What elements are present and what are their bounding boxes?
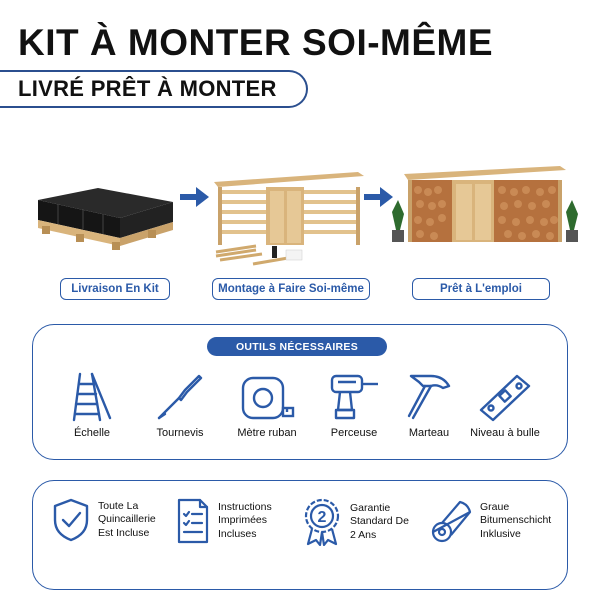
step-label-delivery: Livraison En Kit — [60, 278, 170, 300]
arrow-right-icon — [364, 187, 393, 207]
tool-label-drill: Perceuse — [330, 427, 378, 439]
feature-warranty-line2: Standard De — [350, 515, 409, 528]
step-label-assembly: Montage à Faire Soi-même — [212, 278, 370, 300]
feature-warranty: 2 Garantie Standard De 2 Ans — [302, 498, 409, 546]
features-panel — [32, 480, 568, 590]
tools-panel — [32, 324, 568, 460]
tool-label-ladder: Échelle — [73, 427, 111, 439]
feature-instructions-line2: Imprimées — [218, 514, 268, 527]
feature-warranty-line1: Garantie — [350, 501, 391, 514]
ladder-icon — [72, 372, 112, 422]
kit-pallet-image — [38, 188, 173, 250]
tool-hammer: Marteau — [384, 372, 474, 439]
arrow-right-icon — [180, 187, 209, 207]
tool-ladder: Échelle — [47, 372, 137, 439]
feature-bitumen: Graue Bitumenschicht Inklusive — [430, 498, 551, 544]
feature-hardware: Toute La Quincaillerie Est Incluse — [52, 498, 156, 542]
tool-label-hammer: Marteau — [408, 427, 450, 439]
tool-label-spirit-level: Niveau à bulle — [470, 427, 540, 439]
feature-bitumen-line3: Inklusive — [480, 527, 521, 540]
screwdriver-icon — [157, 374, 203, 420]
finished-shed-image — [392, 166, 578, 242]
drill-icon — [330, 374, 378, 420]
feature-instructions-line1: Instructions — [218, 500, 272, 513]
page-subtitle: LIVRÉ PRÊT À MONTER — [18, 76, 277, 101]
feature-hardware-line2: Quincaillerie — [98, 513, 156, 526]
step-label-ready: Prêt à L'emploi — [412, 278, 550, 300]
tool-screwdriver: Tournevis — [135, 372, 225, 439]
subtitle-banner: LIVRÉ PRÊT À MONTER — [0, 70, 308, 108]
tool-spirit-level: Niveau à bulle — [460, 372, 550, 439]
assembly-shed-image — [214, 172, 364, 266]
shield-check-icon — [53, 498, 89, 542]
tool-tape-measure: Mètre ruban — [222, 372, 312, 439]
warranty-badge-icon: 2 — [304, 498, 340, 546]
feature-hardware-line3: Est Incluse — [98, 526, 150, 539]
warranty-badge-number: 2 — [318, 509, 327, 526]
page-title: KIT À MONTER SOI-MÊME — [18, 22, 494, 63]
spirit-level-icon — [479, 374, 531, 422]
feature-hardware-line1: Toute La — [98, 499, 139, 512]
tool-label-tape-measure: Mètre ruban — [237, 427, 297, 439]
feature-bitumen-line1: Graue — [480, 500, 510, 513]
document-checklist-icon — [177, 498, 209, 544]
feature-bitumen-line2: Bitumenschicht — [480, 514, 552, 527]
tape-measure-icon — [241, 376, 295, 420]
roll-icon — [431, 500, 472, 543]
tool-label-screwdriver: Tournevis — [156, 427, 204, 439]
feature-warranty-line3: 2 Ans — [350, 528, 377, 541]
feature-instructions: Instructions Imprimées Incluses — [176, 498, 272, 544]
tools-heading: OUTILS NÉCESSAIRES — [207, 337, 387, 356]
hammer-icon — [407, 374, 451, 420]
feature-instructions-line3: Incluses — [218, 527, 257, 540]
tool-drill: Perceuse — [309, 372, 399, 439]
